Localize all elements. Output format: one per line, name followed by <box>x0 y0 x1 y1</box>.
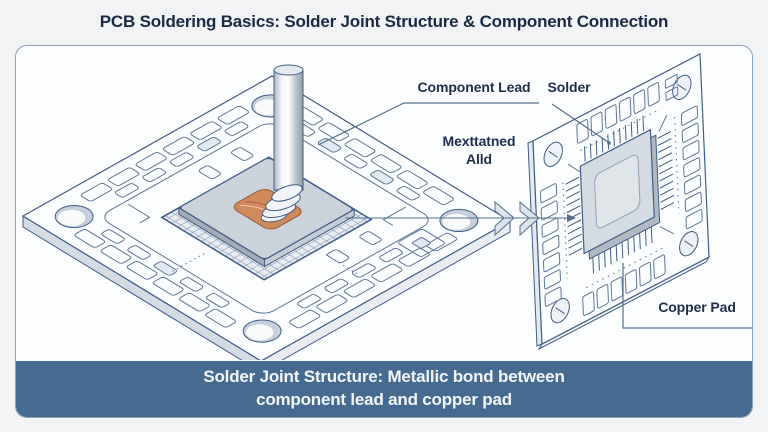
solder-callout <box>551 103 609 143</box>
component-lead-pin <box>260 64 304 223</box>
component-lead-callout <box>317 102 539 146</box>
illustration-stage: Component Lead Solder Mexttatned Alld Co… <box>16 46 752 360</box>
caption-line1: Solder Joint Structure: Metallic bond be… <box>203 367 565 387</box>
caption-banner: Solder Joint Structure: Metallic bond be… <box>16 361 752 417</box>
component-lead-label: Component Lead <box>417 79 531 95</box>
solder-spiral <box>260 184 303 223</box>
copper-pad-label: Copper Pad <box>658 299 736 315</box>
qfp-chip <box>564 102 675 286</box>
edge-pads <box>538 63 703 336</box>
main-pcb <box>23 64 510 360</box>
connection-arrow <box>345 200 576 237</box>
pcb-illustration <box>16 46 752 360</box>
mexttatned-line2: Alld <box>465 151 493 168</box>
mexttatned-label: Mexttatned Alld <box>420 132 538 168</box>
diagram-panel: Component Lead Solder Mexttatned Alld Co… <box>15 45 753 418</box>
mexttatned-line1: Mexttatned <box>442 133 516 149</box>
page-title: PCB Soldering Basics: Solder Joint Struc… <box>99 12 669 31</box>
copper-pad-callout <box>622 263 752 329</box>
arrowhead-icon <box>567 214 576 222</box>
caption-line2: component lead and copper pad <box>256 390 512 409</box>
qfp-pcb <box>527 54 711 351</box>
callout-lines <box>317 102 752 329</box>
solder-label: Solder <box>547 79 591 95</box>
title-bar: PCB Soldering Basics: Solder Joint Struc… <box>0 0 768 44</box>
pcb-traces <box>42 87 490 349</box>
